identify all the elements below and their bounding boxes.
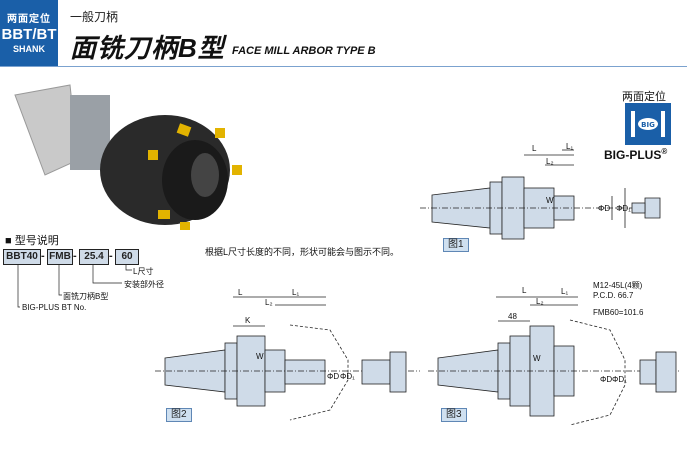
logo-mark-text: BIG bbox=[641, 121, 655, 129]
code-sep: - bbox=[41, 250, 45, 262]
dim-d: ΦD bbox=[598, 204, 611, 213]
header bbox=[0, 0, 687, 66]
header-rule bbox=[0, 66, 687, 67]
dim-w: W bbox=[546, 196, 554, 205]
dim-d: ΦD bbox=[327, 372, 340, 381]
product-photo bbox=[14, 84, 242, 230]
category-label: 一般刀柄 bbox=[70, 10, 119, 24]
dim-l2: L₂ bbox=[536, 297, 544, 306]
code-length: 60 bbox=[115, 249, 139, 265]
badge-line2: BBT/BT bbox=[1, 26, 57, 43]
dim-l2: L₂ bbox=[546, 157, 554, 166]
dim-d: ΦD bbox=[600, 375, 613, 384]
code-diameter: 25.4 bbox=[79, 249, 109, 265]
shank-badge: 两面定位 BBT/BT SHANK bbox=[0, 0, 58, 66]
dim-d1: ΦD₁ bbox=[616, 204, 631, 213]
badge-line3: SHANK bbox=[12, 44, 45, 54]
shape-note: 根据L尺寸长度的不同，形状可能会与图示不同。 bbox=[205, 247, 400, 257]
dim-d1: ΦD₁ bbox=[340, 372, 355, 381]
dim-d1: ΦD₁ bbox=[612, 375, 627, 384]
dim-w: W bbox=[256, 352, 264, 361]
leader-mount-dia: 安装部外径 bbox=[124, 280, 164, 289]
badge-line1: 两面定位 bbox=[7, 14, 51, 25]
leader-l-size: L尺寸 bbox=[133, 267, 154, 276]
code-sep: - bbox=[109, 250, 113, 262]
brand-name: BIG-PLUS® bbox=[604, 147, 667, 162]
figure-3-drawing bbox=[428, 296, 680, 426]
leader-arbor-type: 面铣刀柄B型 bbox=[63, 292, 109, 301]
dim-k: K bbox=[245, 316, 251, 325]
bolt-note: M12-45L(4颗) bbox=[593, 281, 643, 290]
designation-title: ■ 型号说明 bbox=[5, 235, 59, 247]
figure-3-label: 图3 bbox=[441, 408, 467, 422]
leader-bt-no: BIG-PLUS BT No. bbox=[22, 303, 87, 312]
fmb-note: FMB60=101.6 bbox=[593, 308, 644, 317]
figure-2-label: 图2 bbox=[166, 408, 192, 422]
dim-l: L bbox=[532, 144, 537, 153]
big-plus-logo-icon: BIG bbox=[625, 103, 671, 145]
code-fmb: FMB bbox=[47, 249, 73, 265]
code-sep: - bbox=[73, 250, 77, 262]
dim-l1: L₁ bbox=[566, 142, 574, 151]
figure-2-drawing bbox=[155, 296, 420, 421]
pcd-note: P.C.D. 66.7 bbox=[593, 291, 634, 300]
brand-label: BIG-PLUS bbox=[604, 148, 662, 162]
dim-48: 48 bbox=[508, 312, 517, 321]
dim-l1: L₁ bbox=[292, 288, 300, 297]
dim-l: L bbox=[522, 286, 527, 295]
registered-mark: ® bbox=[661, 147, 668, 156]
dim-l: L bbox=[238, 288, 243, 297]
figure-1-drawing bbox=[420, 149, 661, 240]
dim-l1: L₁ bbox=[561, 287, 569, 296]
code-bbt40: BBT40 bbox=[3, 249, 41, 265]
dim-l2: L₂ bbox=[265, 298, 273, 307]
dim-w: W bbox=[533, 354, 541, 363]
page-title: 面铣刀柄B型 bbox=[70, 33, 225, 63]
page-title-en: FACE MILL ARBOR TYPE B bbox=[232, 45, 376, 57]
logo-caption: 两面定位 bbox=[622, 91, 666, 103]
figure-1-label: 图1 bbox=[443, 238, 469, 252]
